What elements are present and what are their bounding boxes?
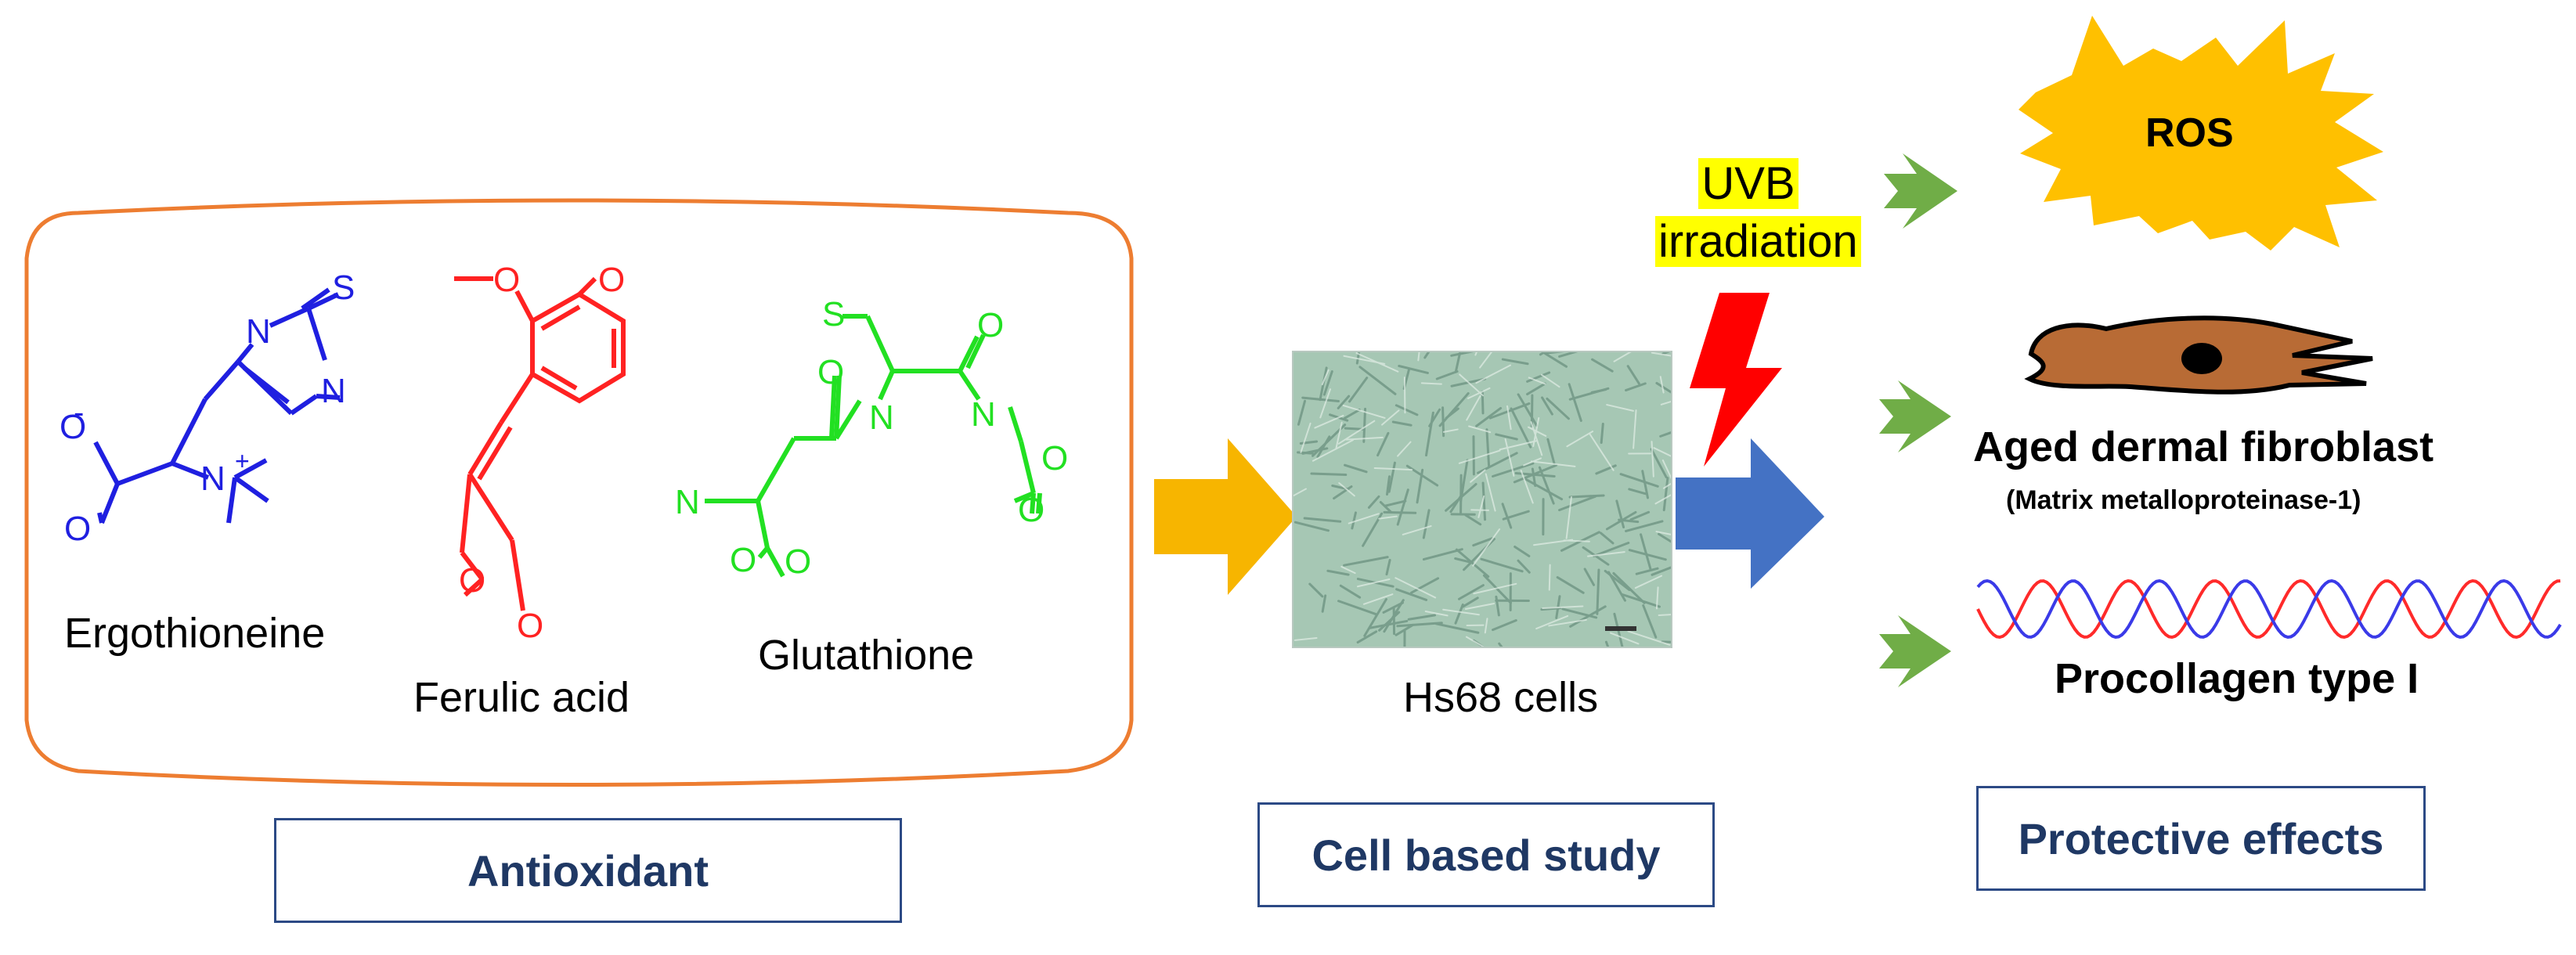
glut-atom-n2: N (971, 395, 996, 434)
glutathione-structure (705, 314, 1042, 578)
arrow-icon (1154, 438, 1297, 595)
ferulic-atom-o4: O (517, 607, 543, 645)
ros-starburst-icon (2019, 16, 2383, 250)
ergo-atom-s: S (332, 268, 355, 307)
nucleus-icon (2181, 343, 2222, 374)
dna-helix-icon (1976, 578, 2562, 640)
glut-atom-n1: N (869, 398, 894, 437)
lightning-icon (1690, 293, 1782, 467)
cell-study-box: Cell based study (1257, 802, 1715, 907)
ferulic-acid-structure (454, 276, 626, 611)
antioxidant-box: Antioxidant (274, 818, 902, 923)
hs68-cells-label: Hs68 cells (1403, 674, 1599, 721)
antioxidant-container (24, 198, 1134, 787)
ergo-atom-n3: N (321, 372, 346, 410)
glut-atom-o6: O (785, 542, 811, 581)
glut-atom-o3: O (1018, 491, 1044, 529)
ferulic-atom-o2: O (598, 261, 625, 299)
uvb-line1: UVB (1698, 158, 1799, 209)
hs68-microscopy-image (1292, 351, 1672, 648)
uvb-irradiation-label: UVB irradiation (1655, 155, 1861, 271)
ergo-atom-n2: N (246, 312, 271, 351)
ergothioneine-label: Ergothioneine (64, 610, 326, 657)
arrow-icon (1879, 380, 1951, 452)
protective-effects-box: Protective effects (1976, 786, 2426, 891)
ferulic-acid-label: Ferulic acid (413, 674, 630, 721)
arrow-icon (1879, 615, 1951, 687)
svg-text:-: - (74, 395, 84, 430)
cell-culture-texture (1293, 352, 1671, 647)
ergo-atom-n: N (200, 459, 225, 498)
glut-atom-o1: O (977, 306, 1004, 344)
glut-atom-s: S (822, 295, 845, 333)
scale-bar-icon (1605, 626, 1636, 631)
ferulic-atom-o3: O (459, 561, 485, 600)
ergothioneine-structure (93, 287, 341, 524)
fibroblast-subtitle: (Matrix metalloproteinase-1) (2006, 485, 2361, 515)
ferulic-atom-o1: O (493, 261, 520, 299)
uvb-line2: irradiation (1655, 216, 1861, 267)
glut-atom-o5: O (730, 541, 756, 579)
ros-label: ROS (2145, 110, 2234, 156)
arrow-icon (1884, 153, 1957, 229)
fibroblast-title: Aged dermal fibroblast (1973, 423, 2434, 470)
svg-text:+: + (235, 447, 250, 475)
glut-atom-o2: O (1041, 439, 1068, 478)
procollagen-label: Procollagen type I (2055, 655, 2419, 702)
glutathione-label: Glutathione (758, 632, 975, 679)
ergo-atom-o1: O (64, 510, 91, 548)
ergo-atom-o2: O (60, 408, 86, 446)
glut-atom-o4: O (817, 353, 844, 391)
glut-atom-n3: N (675, 483, 700, 521)
arrow-icon (1676, 438, 1824, 589)
